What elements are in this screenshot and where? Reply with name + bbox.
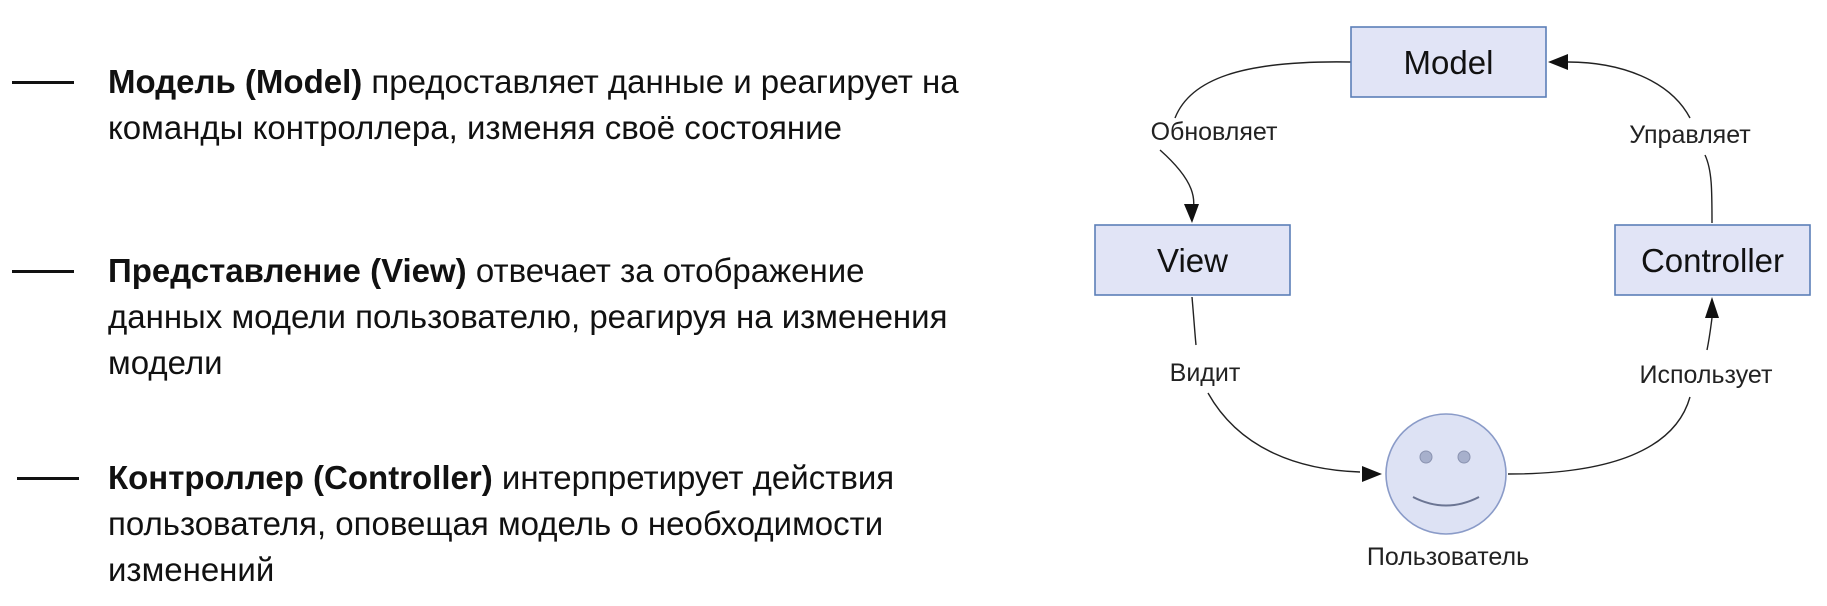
edge-label-sees: Видит bbox=[1170, 359, 1241, 387]
node-controller-label: Controller bbox=[1641, 242, 1784, 279]
bullet-line-3: модели bbox=[108, 344, 223, 381]
node-controller-box bbox=[1614, 224, 1811, 296]
bullet-text: Контроллер (Controller) интерпретирует д… bbox=[108, 455, 1010, 593]
node-view-label: View bbox=[1157, 242, 1228, 279]
bullet-dash bbox=[17, 477, 79, 480]
edge-controller-to-model bbox=[1704, 154, 1713, 224]
arrowhead-view bbox=[1184, 204, 1199, 223]
edge-model-to-view bbox=[1174, 61, 1352, 119]
edge-label-updates: Обновляет bbox=[1151, 118, 1278, 146]
bullet-text: Представление (View) отвечает за отображ… bbox=[108, 248, 1010, 386]
edge-label-uses: Использует bbox=[1640, 361, 1773, 389]
node-user-label: Пользователь bbox=[1367, 543, 1529, 571]
node-model-label: Model bbox=[1404, 44, 1494, 81]
node-model-box bbox=[1350, 26, 1547, 98]
bullet-line-2: данных модели пользователю, реагируя на … bbox=[108, 298, 948, 335]
bullet-line-1: отвечает за отображение bbox=[466, 252, 865, 289]
arrowhead-controller bbox=[1705, 297, 1719, 318]
bullet-dash bbox=[12, 270, 74, 273]
bullet-bold: Представление (View) bbox=[108, 252, 467, 289]
arrowhead-user bbox=[1362, 466, 1382, 482]
edge-user-to-controller-2 bbox=[1706, 317, 1713, 351]
bullet-line-2: пользователя, оповещая модель о необходи… bbox=[108, 505, 884, 542]
bullet-line-1: предоставляет данные и реагирует на bbox=[362, 63, 959, 100]
edge-view-to-user bbox=[1191, 296, 1197, 346]
edge-label-controls: Управляет bbox=[1629, 121, 1751, 149]
bullet-line-2: команды контроллера, изменяя своё состоя… bbox=[108, 109, 842, 146]
edge-user-to-controller bbox=[1507, 396, 1691, 475]
bullet-text: Модель (Model) предоставляет данные и ре… bbox=[108, 59, 1010, 151]
bullet-line-3: изменений bbox=[108, 551, 275, 588]
user-face-icon bbox=[1385, 413, 1507, 535]
arrowhead-model bbox=[1548, 54, 1568, 70]
bullet-bold: Модель (Model) bbox=[108, 63, 363, 100]
node-view-box bbox=[1094, 224, 1291, 296]
bullet-bold: Контроллер (Controller) bbox=[108, 459, 493, 496]
bullet-line-1: интерпретирует действия bbox=[492, 459, 895, 496]
bullet-dash bbox=[12, 81, 74, 84]
edge-controller-to-model-2 bbox=[1567, 61, 1691, 119]
edge-view-to-user-2 bbox=[1207, 392, 1361, 473]
